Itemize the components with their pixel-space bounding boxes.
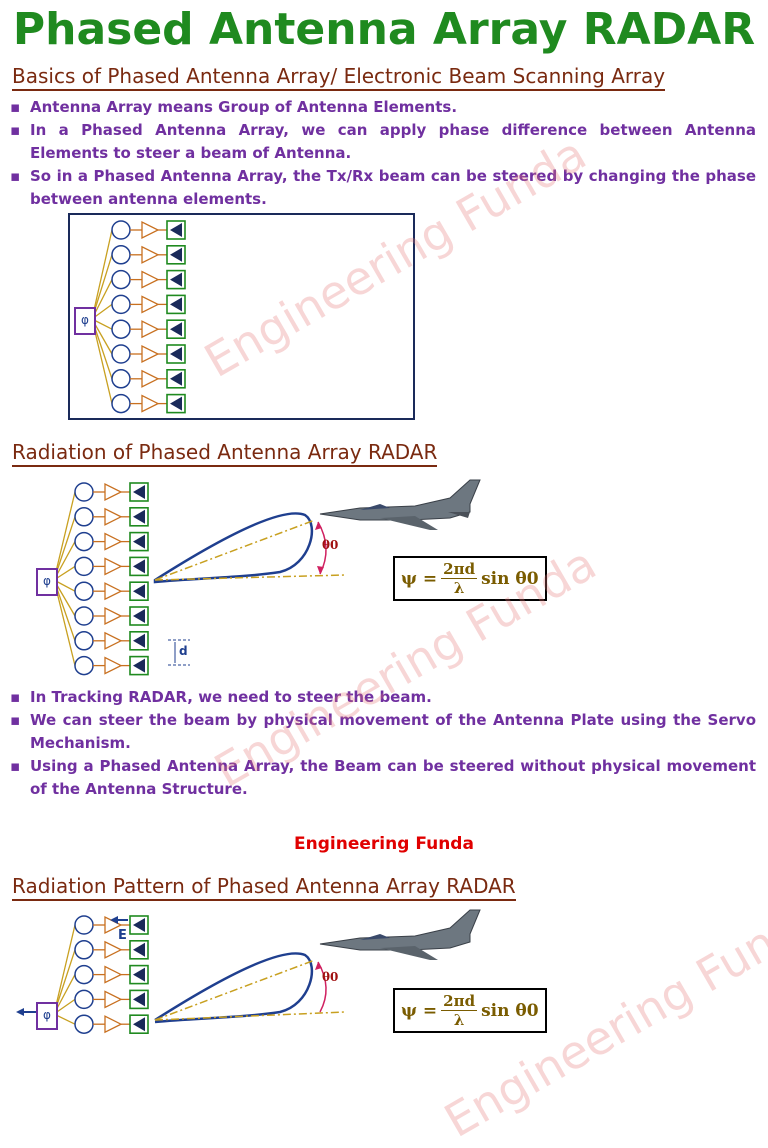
radiator-icon [170, 223, 182, 237]
bullet-item: In a Phased Antenna Array, we can apply … [10, 119, 756, 165]
radiation-diagram [53, 479, 481, 676]
radiator-icon [133, 485, 145, 499]
radiator-icon [170, 347, 182, 361]
radiator-icon [133, 584, 145, 599]
fighter-jet-icon [319, 909, 481, 960]
radiator-icon [133, 509, 145, 524]
radiator-icon [133, 918, 145, 932]
formula-box: ψ = 2πd λ sin θ0 [393, 556, 547, 601]
formula-denominator: λ [453, 579, 465, 597]
fighter-jet-icon [319, 479, 481, 530]
amplifier-icon [104, 557, 123, 576]
amplifier-icon [104, 507, 123, 526]
formula-rhs: sin θ0 [481, 568, 539, 589]
amplifier-icon [104, 482, 123, 502]
bullet-item: Using a Phased Antenna Array, the Beam c… [10, 755, 756, 801]
spacing-label: d [179, 644, 188, 658]
formula-fraction: 2πd λ [441, 992, 478, 1029]
amplifier-icon [141, 295, 160, 314]
formula-fraction: 2πd λ [441, 560, 478, 597]
radiator-icon [170, 396, 182, 411]
formula-denominator: λ [453, 1011, 465, 1029]
amplifier-icon [104, 532, 123, 551]
feed-line [53, 924, 76, 1015]
amplifier-icon [104, 990, 123, 1009]
radiator-icon [170, 247, 182, 262]
formula-numerator: 2πd [441, 560, 478, 579]
amplifier-icon [141, 270, 160, 289]
radiator-icon [133, 992, 145, 1007]
bullet-item: Antenna Array means Group of Antenna Ele… [10, 96, 756, 119]
bullet-item: So in a Phased Antenna Array, the Tx/Rx … [10, 165, 756, 211]
feed-line [91, 229, 113, 320]
page-title: Phased Antenna Array RADAR [12, 4, 756, 55]
phase-shifter-icon [74, 1014, 94, 1034]
amplifier-icon [104, 940, 123, 959]
amplifier-icon [141, 320, 160, 339]
radiator-icon [133, 967, 145, 982]
section-heading-pattern: Radiation Pattern of Phased Antenna Arra… [12, 874, 516, 901]
formula-lhs: ψ = [401, 1000, 438, 1021]
amplifier-icon [104, 606, 123, 626]
bullet-list-basics: Antenna Array means Group of Antenna Ele… [10, 96, 756, 211]
phase-box: φ [36, 568, 58, 596]
formula-rhs: sin θ0 [481, 1000, 539, 1021]
bullet-item: We can steer the beam by physical moveme… [10, 709, 756, 755]
radiator-icon [170, 371, 182, 386]
radiation-pattern-diagram [16, 909, 481, 1035]
radiator-icon [133, 559, 145, 574]
amplifier-icon [141, 344, 160, 364]
amplifier-icon [104, 631, 123, 650]
phase-shifter-icon [74, 964, 94, 985]
amplifier-icon [141, 220, 160, 240]
radiator-icon [133, 658, 145, 673]
formula-lhs: ψ = [401, 568, 438, 589]
formula-numerator: 2πd [441, 992, 478, 1011]
phase-shifter-icon [74, 989, 94, 1010]
radiator-icon [170, 297, 182, 312]
array-diagram-basics [68, 213, 415, 420]
amplifier-icon [104, 965, 123, 984]
amplifier-icon [104, 582, 123, 601]
theta-label: θ0 [322, 538, 339, 552]
radiator-icon [133, 633, 145, 648]
radiator-icon [170, 322, 182, 337]
radiator-icon [133, 942, 145, 957]
radiator-icon [170, 272, 182, 287]
brand-label: Engineering Funda [294, 834, 474, 854]
feed-line [53, 491, 76, 581]
amplifier-icon [141, 394, 160, 413]
field-label: E [118, 928, 127, 943]
bullet-item: In Tracking RADAR, we need to steer the … [10, 686, 756, 709]
amplifier-icon [104, 656, 123, 675]
radiator-icon [133, 609, 145, 623]
phase-box: φ [36, 1002, 58, 1030]
formula-box: ψ = 2πd λ sin θ0 [393, 988, 547, 1033]
amplifier-icon [104, 1015, 123, 1034]
radiator-icon [133, 534, 145, 549]
phase-shifter-icon [74, 940, 94, 960]
phase-box: φ [74, 307, 96, 335]
phase-shifter-icon [74, 915, 94, 935]
theta-label: θ0 [322, 970, 339, 984]
bullet-list-radiation: In Tracking RADAR, we need to steer the … [10, 686, 756, 801]
amplifier-icon [141, 369, 160, 388]
amplifier-icon [141, 245, 160, 264]
section-heading-radiation: Radiation of Phased Antenna Array RADAR [12, 440, 438, 467]
section-heading-basics: Basics of Phased Antenna Array/ Electron… [12, 64, 666, 91]
